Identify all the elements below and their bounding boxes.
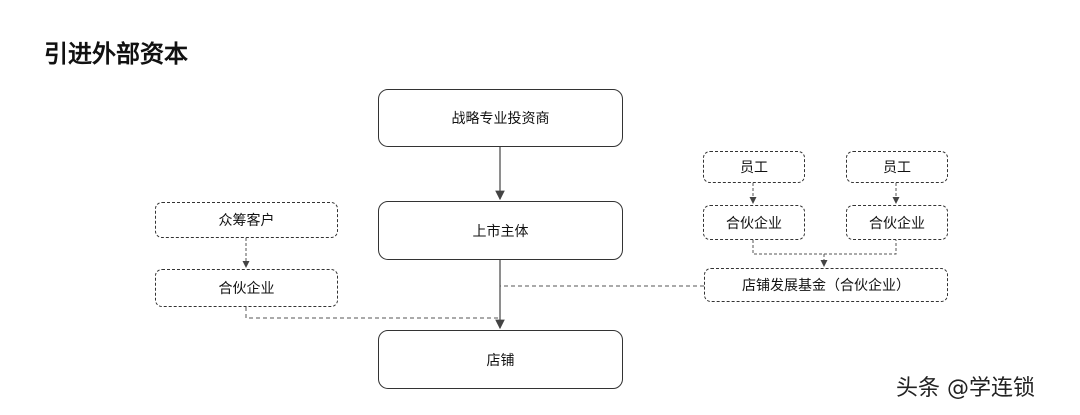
node-crowdfunding-customers: 众筹客户 [155,202,338,238]
node-label: 合伙企业 [869,215,925,232]
node-label: 合伙企业 [218,281,275,297]
node-listed-entity: 上市主体 [378,201,623,260]
arrow-crowd-partnership-to-store [245,307,500,319]
node-label: 店铺 [486,352,515,369]
node-strategic-investor: 战略专业投资商 [378,89,623,147]
node-crowdfunding-partnership: 合伙企业 [155,269,338,307]
node-employee-1: 员工 [703,151,805,183]
node-employee-partnership-1: 合伙企业 [703,205,805,240]
page-title: 引进外部资本 [44,40,188,68]
node-label: 众筹客户 [218,213,275,229]
arrow-partnerships-to-fund [752,240,897,255]
node-label: 员工 [883,160,911,176]
node-label: 员工 [740,160,768,176]
node-store-development-fund: 店铺发展基金（合伙企业） [704,268,948,302]
node-label: 上市主体 [472,223,529,240]
node-employee-partnership-2: 合伙企业 [846,205,948,240]
node-store: 店铺 [378,330,623,389]
node-employee-2: 员工 [846,151,948,183]
node-label: 战略专业投资商 [451,111,550,127]
node-label: 店铺发展基金（合伙企业） [742,278,910,294]
watermark: 头条 @学连锁 [896,376,1035,401]
node-label: 合伙企业 [726,215,782,232]
